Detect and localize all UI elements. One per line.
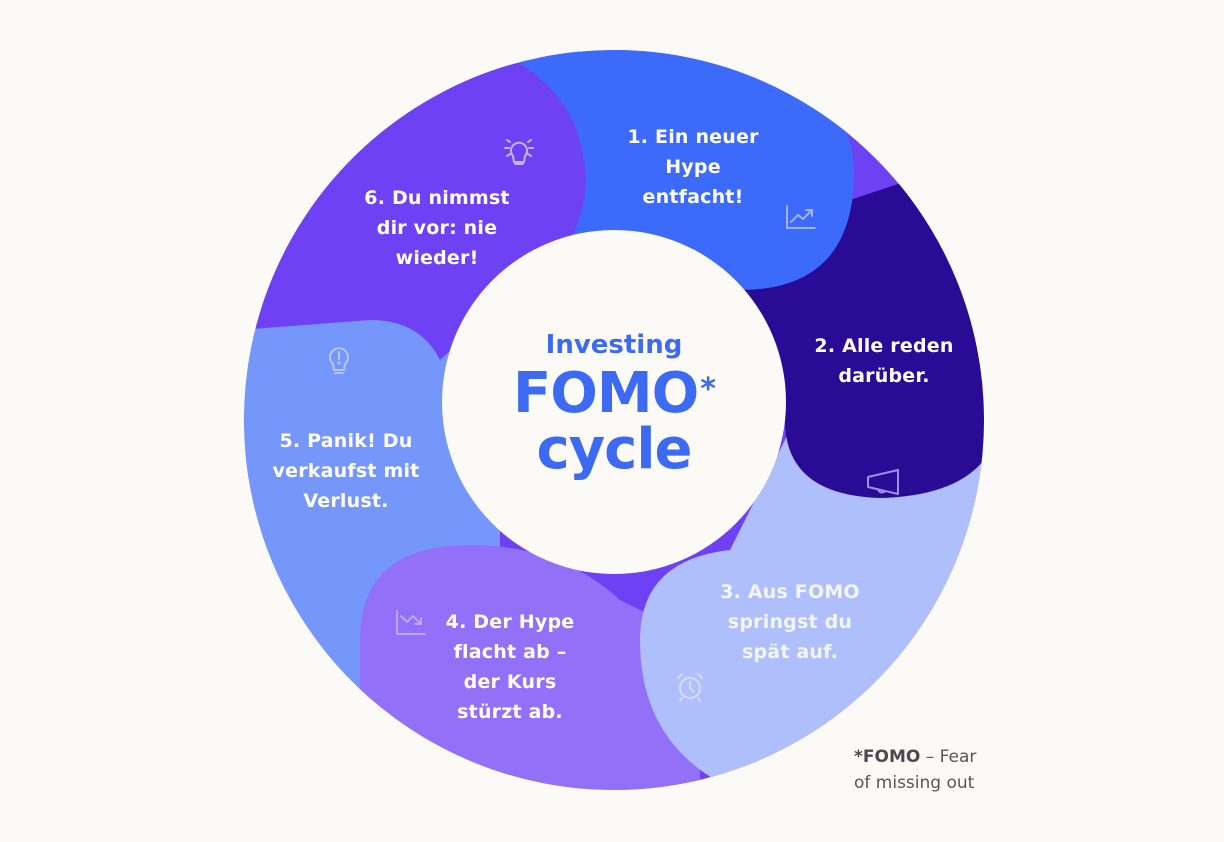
megaphone-icon: [867, 469, 899, 495]
lightbulb-idea-icon: [504, 139, 534, 165]
footnote-definition: – Fear of missing out: [854, 747, 977, 793]
trending-down-chart-icon: [396, 610, 426, 635]
segment-4-shape: [360, 545, 700, 790]
lightbulb-alert-icon: [329, 347, 349, 374]
alarm-clock-icon: [677, 673, 703, 702]
footnote-term: *FOMO: [854, 747, 921, 767]
footnote: *FOMO – Fear of missing out: [854, 744, 994, 796]
step-3-label: 3. Aus FOMO springst du spät auf.: [720, 581, 860, 663]
step-4-label: 4. Der Hype flacht ab – der Kurs stürzt …: [445, 611, 575, 723]
title-asterisk: *: [700, 372, 716, 407]
title-subtitle: Investing: [545, 330, 683, 360]
step-6-label: 6. Du nimmst dir vor: nie wieder!: [364, 187, 510, 269]
step-2-label: 2. Alle reden darüber.: [814, 335, 954, 387]
title-main: FOMO* cycle: [484, 366, 744, 478]
title-cycle: cycle: [536, 417, 692, 482]
step-1-label: 1. Ein neuer Hype entfacht!: [627, 126, 759, 208]
title-fomo: FOMO: [513, 361, 699, 426]
step-5-label: 5. Panik! Du verkaufst mit Verlust.: [272, 430, 420, 512]
center-circle: [442, 230, 786, 574]
trending-up-chart-icon: [786, 205, 816, 229]
